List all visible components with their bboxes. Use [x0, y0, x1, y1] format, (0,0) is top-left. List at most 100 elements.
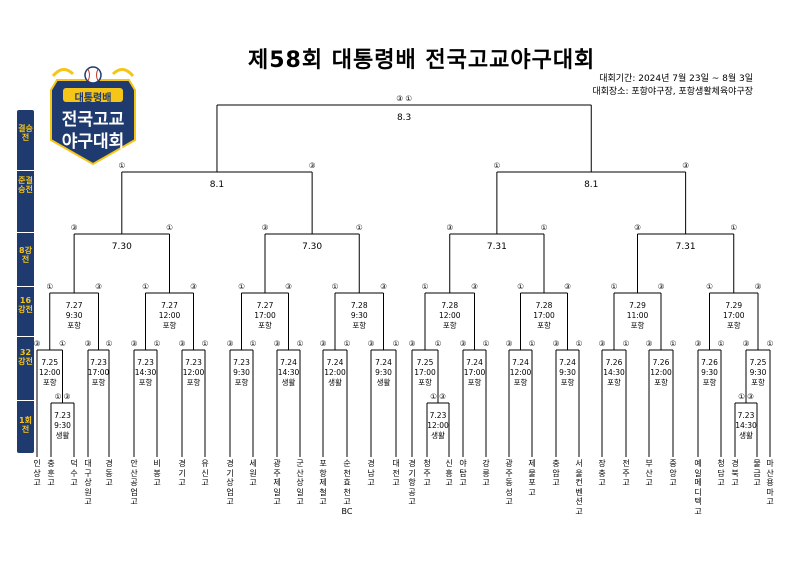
round32-seed: ③ — [505, 339, 513, 348]
round32-seed: ① — [296, 339, 304, 348]
round32-seed: ① — [105, 339, 113, 348]
round1-seeds: ① ③ — [54, 392, 71, 401]
team-name: 강릉고 — [482, 459, 490, 487]
team-name: 세원고 — [249, 459, 257, 487]
round16-schedule: 7.28 9:30 포항 — [350, 301, 368, 330]
round32-schedule: 7.24 9:30 포항 — [559, 358, 576, 387]
round16-seed: ③ — [95, 282, 102, 291]
round32-seed: ③ — [33, 339, 41, 348]
team-name: 청담고 — [717, 459, 725, 487]
round16-seed: ① — [610, 282, 618, 291]
round32-schedule: 7.24 12:00 생활 — [324, 358, 346, 387]
team-name: 충훈고 — [47, 459, 55, 487]
round32-schedule: 7.26 9:30 포항 — [701, 358, 718, 387]
round32-seed: ③ — [552, 339, 560, 348]
round16-schedule: 7.28 17:00 포항 — [533, 301, 555, 330]
final-date: 8.3 — [396, 113, 412, 123]
team-name: 야탑고 — [459, 459, 467, 487]
round32-schedule: 7.25 9:30 포항 — [749, 358, 767, 387]
semifinal-date: 8.1 — [584, 180, 599, 190]
quarterfinal-seed: ① — [540, 223, 548, 232]
round-label-quarterfinal: 8강전 — [19, 246, 32, 264]
round16-seed: ① — [421, 282, 429, 291]
quarterfinal-date: 7.30 — [111, 242, 132, 252]
round32-schedule: 7.26 12:00 포항 — [650, 358, 672, 387]
round16-schedule: 7.29 11:00 포항 — [626, 301, 649, 330]
team-name: 장충고 — [598, 459, 606, 487]
round32-seed: ① — [575, 339, 583, 348]
team-name: 서울컨벤션고 — [575, 459, 583, 516]
semifinal-seed: ① — [493, 161, 501, 170]
team-name: 대전고 — [392, 459, 400, 487]
round16-seed: ① — [142, 282, 149, 291]
tournament-logo: 대통령배 전국고교 야구대회 — [43, 62, 143, 166]
round32-schedule: 7.24 9:30 생활 — [375, 358, 392, 387]
round16-seed: ③ — [564, 282, 571, 291]
round32-seed: ① — [201, 339, 209, 348]
semifinal-seed: ③ — [682, 161, 689, 170]
team-name: 경기고 — [178, 459, 186, 487]
round32-schedule: 7.23 14:30 포항 — [134, 358, 157, 387]
team-name: 신흥고 — [445, 459, 453, 487]
team-name: 비봉고 — [153, 459, 161, 487]
quarterfinal-date: 7.30 — [302, 242, 323, 252]
round32-seed: ③ — [319, 339, 327, 348]
round16-seed: ① — [46, 282, 54, 291]
semifinal-seed: ① — [118, 161, 126, 170]
team-name: 안산공업고 — [130, 459, 138, 506]
round-label-round32: 32강전 — [18, 348, 33, 366]
round32-seed: ① — [622, 339, 630, 348]
round32-seed: ① — [153, 339, 161, 348]
team-name: 예일메디텍고 — [694, 459, 702, 516]
round16-seed: ③ — [471, 282, 478, 291]
team-name: 부산고 — [645, 459, 653, 487]
round32-seed: ③ — [598, 339, 606, 348]
round16-seed: ① — [331, 282, 339, 291]
round16-schedule: 7.27 12:00 포항 — [158, 301, 181, 330]
baseball-icon — [84, 66, 102, 84]
tournament-period: 대회기간: 2024년 7월 23일 ~ 8월 3일 — [599, 74, 753, 84]
round32-seed: ① — [59, 339, 66, 348]
quarterfinal-seed: ③ — [70, 223, 78, 232]
round32-seed: ① — [482, 339, 490, 348]
round16-seed: ① — [238, 282, 245, 291]
round1-seeds: ① ③ — [738, 392, 754, 401]
round32-seed: ① — [766, 339, 774, 348]
round16-schedule: 7.28 12:00 포항 — [438, 301, 461, 330]
round32-seed: ③ — [459, 339, 467, 348]
round32-seed: ① — [392, 339, 400, 348]
round-label-semifinal: 준결승전 — [18, 176, 33, 194]
logo-line-2: 전국고교 — [61, 110, 125, 130]
round32-seed: ① — [717, 339, 725, 348]
round32-schedule: 7.23 12:00 포항 — [182, 358, 205, 387]
round32-seed: ③ — [408, 339, 416, 348]
team-name: 광주제일고 — [273, 459, 281, 506]
tournament-venue: 대회장소: 포항야구장, 포항생활체육야구장 — [592, 87, 753, 97]
team-name: 경동고 — [105, 459, 113, 487]
round16-schedule: 7.29 17:00 포항 — [722, 301, 745, 330]
round32-seed: ③ — [645, 339, 653, 348]
round32-seed: ③ — [694, 339, 702, 348]
round16-schedule: 7.27 9:30 포항 — [65, 301, 83, 330]
round32-schedule: 7.26 14:30 포항 — [603, 358, 625, 387]
round16-seed: ① — [517, 282, 524, 291]
round32-seed: ① — [343, 339, 351, 348]
team-name: 전주고 — [622, 459, 630, 487]
semifinal-seed: ③ — [308, 161, 316, 170]
logo-line-3: 야구대회 — [61, 132, 125, 152]
round32-schedule: 7.23 9:30 포항 — [233, 358, 250, 387]
round16-seed: ① — [706, 282, 713, 291]
team-name: 물금고 — [753, 459, 761, 487]
team-name: 청주고 — [423, 459, 431, 487]
team-name: 충암고 — [552, 459, 560, 487]
round1-schedule: 7.23 12:00 생활 — [427, 411, 449, 440]
team-name: 광주동성고 — [505, 459, 513, 506]
round16-seed: ③ — [754, 282, 762, 291]
round32-seed: ① — [669, 339, 677, 348]
logo-line-1: 대통령배 — [74, 93, 112, 104]
round16-seed: ③ — [380, 282, 387, 291]
team-name: 덕수고 — [70, 459, 78, 487]
team-name: 경북고 — [731, 459, 739, 487]
